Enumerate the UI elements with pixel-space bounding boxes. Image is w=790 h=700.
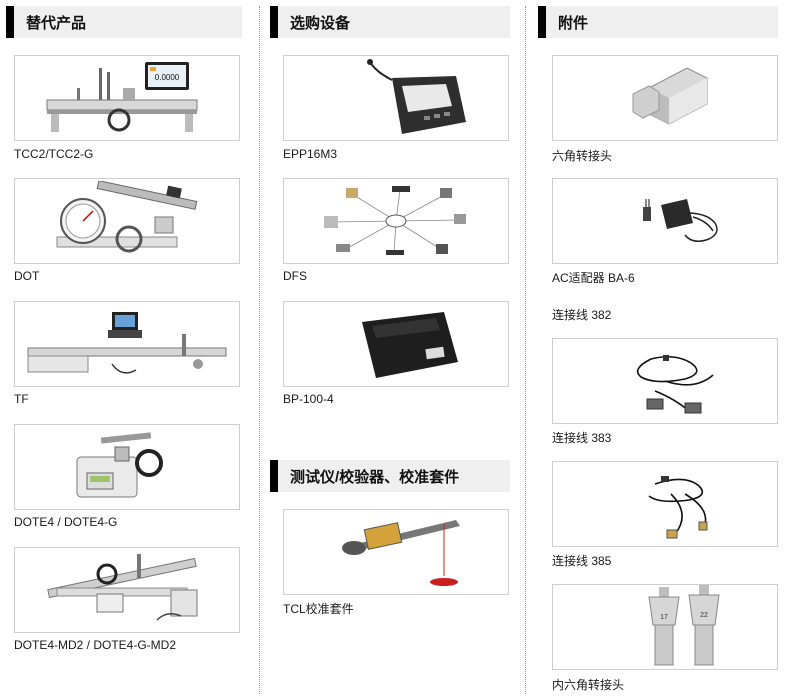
- product-card-cable-385[interactable]: [552, 461, 778, 547]
- cable-385-image: [648, 476, 708, 539]
- product-card-dot[interactable]: [14, 178, 240, 264]
- product-card-epp16m3[interactable]: [283, 55, 509, 141]
- tcc2-screen-reading: 0.0000: [155, 73, 180, 82]
- caption-dote4[interactable]: DOTE4 / DOTE4-G: [14, 515, 118, 529]
- product-card-tf[interactable]: [14, 301, 240, 387]
- caption-dfs[interactable]: DFS: [283, 269, 307, 283]
- caption-tcc2[interactable]: TCC2/TCC2-G: [14, 147, 94, 161]
- caption-tf[interactable]: TF: [14, 392, 29, 406]
- caption-ac-adapter[interactable]: AC适配器 BA-6: [552, 271, 635, 285]
- optional-section-title: 选购设备: [270, 6, 510, 38]
- hex-adapter-image: [632, 67, 708, 125]
- socket-label-22: 22: [700, 612, 708, 619]
- optional-column: 选购设备 EPP16M3: [264, 0, 522, 700]
- product-card-socket-adapter[interactable]: 17 22: [552, 584, 778, 670]
- tcc2-tester-image: 0.0000: [46, 62, 198, 132]
- socket-label-17: 17: [660, 614, 668, 621]
- caption-socket-adapter[interactable]: 内六角转接头: [552, 678, 625, 692]
- product-card-dfs[interactable]: [283, 178, 509, 264]
- dote4-md2-tester-image: [47, 554, 198, 621]
- caption-cable-382[interactable]: 连接线 382: [552, 308, 612, 322]
- caption-cable-383[interactable]: 连接线 383: [552, 431, 612, 445]
- caption-epp16m3[interactable]: EPP16M3: [283, 147, 338, 161]
- product-card-dote4[interactable]: [14, 424, 240, 510]
- product-card-bp-100-4[interactable]: [283, 301, 509, 387]
- caption-dot[interactable]: DOT: [14, 269, 40, 283]
- column-divider-1: [259, 6, 260, 694]
- replacements-column: 替代产品 0.0000 TCC2/TCC2-G: [0, 0, 258, 700]
- dote4-tester-image: [76, 432, 163, 498]
- product-card-tcl[interactable]: [283, 509, 509, 595]
- product-card-tcc2[interactable]: 0.0000: [14, 55, 240, 141]
- caption-tcl[interactable]: TCL校准套件: [283, 602, 354, 616]
- product-card-hex-adapter[interactable]: [552, 55, 778, 141]
- product-card-cable-383[interactable]: [552, 338, 778, 424]
- caption-cable-385[interactable]: 连接线 385: [552, 554, 612, 568]
- tf-tester-image: [27, 312, 227, 374]
- caption-dote4-md2[interactable]: DOTE4-MD2 / DOTE4-G-MD2: [14, 638, 177, 652]
- caption-hex-adapter[interactable]: 六角转接头: [552, 149, 613, 163]
- product-card-dote4-md2[interactable]: [14, 547, 240, 633]
- accessories-section-title: 附件: [538, 6, 778, 38]
- ac-adapter-image: [643, 199, 718, 242]
- socket-adapter-image: 17 22: [648, 585, 720, 666]
- battery-pack-image: [362, 312, 458, 378]
- testers-section-title: 测试仪/校验器、校准套件: [270, 460, 510, 492]
- dot-tester-image: [56, 181, 198, 253]
- cable-383-image: [636, 355, 714, 414]
- replacements-section-title: 替代产品: [6, 6, 242, 38]
- caption-bp-100-4[interactable]: BP-100-4: [283, 392, 334, 406]
- accessories-column: 附件 六角转接头 AC适配器 BA-6 连接线 382: [532, 0, 790, 700]
- column-divider-2: [525, 6, 526, 694]
- printer-image: [367, 59, 466, 134]
- product-card-ac-adapter[interactable]: [552, 178, 778, 264]
- dfs-overview-image: [324, 186, 466, 255]
- tcl-calibration-kit-image: [342, 520, 460, 586]
